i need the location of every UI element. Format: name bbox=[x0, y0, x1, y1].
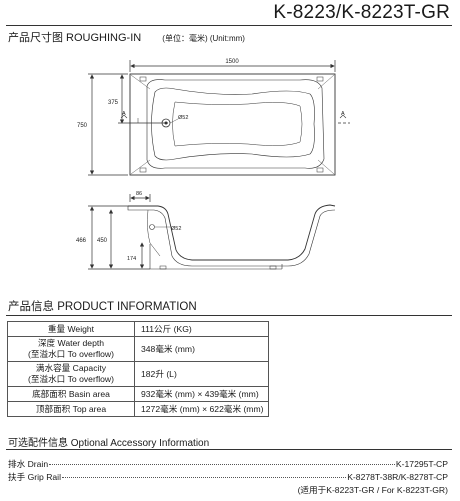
tub-basin-floor bbox=[172, 101, 303, 147]
accessory-name: 扶手 Grip Rail bbox=[8, 472, 62, 482]
spec-label-line2: (至溢水口 To overflow) bbox=[28, 374, 114, 384]
spec-label-line1: 深度 Water depth bbox=[37, 338, 105, 348]
table-row: 深度 Water depth (至溢水口 To overflow) 348毫米 … bbox=[7, 336, 269, 362]
leader-dots bbox=[62, 477, 347, 478]
roughing-in-heading: 产品尺寸图 ROUGHING-IN (单位：毫米) (Unit:mm) bbox=[8, 29, 245, 45]
accessory-item: 扶手 Grip Rail K-8278T-38R/K-8278T-CP bbox=[8, 471, 448, 483]
table-row: 满水容量 Capacity (至溢水口 To overflow) 182升 (L… bbox=[7, 361, 269, 387]
spec-label: 深度 Water depth (至溢水口 To overflow) bbox=[7, 336, 135, 362]
unit-note: (单位：毫米) (Unit:mm) bbox=[162, 34, 245, 43]
overflow-icon bbox=[149, 224, 155, 230]
width-dim-label: 1500 bbox=[225, 59, 239, 65]
spec-value: 1272毫米 (mm) × 622毫米 (mm) bbox=[134, 401, 269, 417]
inner-height-label: 450 bbox=[97, 238, 108, 244]
section-mark-right: A bbox=[341, 111, 345, 117]
accessory-item: 排水 Drain K-17295T-CP bbox=[8, 458, 448, 470]
spec-value: 348毫米 (mm) bbox=[134, 336, 269, 362]
model-number-title: K-8223/K-8223T-GR bbox=[273, 2, 450, 23]
depth-dim-label: 750 bbox=[77, 123, 88, 129]
table-row: 重量 Weight 111公斤 (KG) bbox=[7, 321, 269, 337]
tub-outer-rim bbox=[129, 73, 336, 176]
spec-value: 932毫米 (mm) × 439毫米 (mm) bbox=[134, 386, 269, 402]
drain-offset-label: 375 bbox=[108, 100, 119, 106]
drain-height-label: 174 bbox=[127, 256, 136, 262]
spec-value: 111公斤 (KG) bbox=[134, 321, 269, 337]
product-info-divider bbox=[6, 315, 452, 316]
spec-label: 满水容量 Capacity (至溢水口 To overflow) bbox=[7, 361, 135, 387]
spec-label-line2: (至溢水口 To overflow) bbox=[28, 349, 114, 359]
section-mark-left: A bbox=[122, 111, 126, 117]
spec-label: 重量 Weight bbox=[7, 321, 135, 337]
accessory-code: K-17295T-CP bbox=[395, 459, 448, 469]
tub-inner-outline bbox=[146, 79, 325, 169]
drain-dia-label: Ø52 bbox=[178, 115, 188, 121]
spec-label: 顶部面积 Top area bbox=[7, 401, 135, 417]
accessory-divider bbox=[6, 449, 452, 450]
accessory-code: K-8278T-38R/K-8278T-CP bbox=[347, 472, 448, 482]
leader-dots bbox=[49, 464, 395, 465]
rim-dim-label: 86 bbox=[136, 191, 142, 197]
spec-label-line1: 满水容量 Capacity bbox=[35, 363, 107, 373]
accessory-name: 排水 Drain bbox=[8, 459, 49, 469]
accessory-note: (适用于K-8223T-GR / For K-8223T-GR) bbox=[297, 485, 448, 495]
table-row: 底部面积 Basin area 932毫米 (mm) × 439毫米 (mm) bbox=[7, 386, 269, 402]
product-info-table: 重量 Weight 111公斤 (KG) 深度 Water depth (至溢水… bbox=[7, 321, 269, 417]
overall-height-label: 466 bbox=[76, 238, 87, 244]
product-info-heading: 产品信息 PRODUCT INFORMATION bbox=[8, 301, 197, 313]
side-view: 86 466 450 174 Ø52 bbox=[76, 191, 336, 270]
side-drain-dia-label: Ø52 bbox=[171, 226, 181, 232]
tub-profile-inner bbox=[128, 204, 336, 261]
top-view: 1500 750 375 A A bbox=[77, 59, 350, 176]
tub-basin-outline bbox=[151, 87, 315, 161]
accessory-heading: 可选配件信息 Optional Accessory Information bbox=[8, 438, 210, 449]
header-divider bbox=[6, 25, 452, 26]
table-row: 顶部面积 Top area 1272毫米 (mm) × 622毫米 (mm) bbox=[7, 401, 269, 417]
roughing-in-title: 产品尺寸图 ROUGHING-IN bbox=[8, 32, 142, 44]
tub-profile-outer bbox=[127, 206, 336, 267]
roughing-in-drawing: 1500 750 375 A A bbox=[76, 59, 350, 270]
spec-value: 182升 (L) bbox=[134, 361, 269, 387]
spec-label: 底部面积 Basin area bbox=[7, 386, 135, 402]
